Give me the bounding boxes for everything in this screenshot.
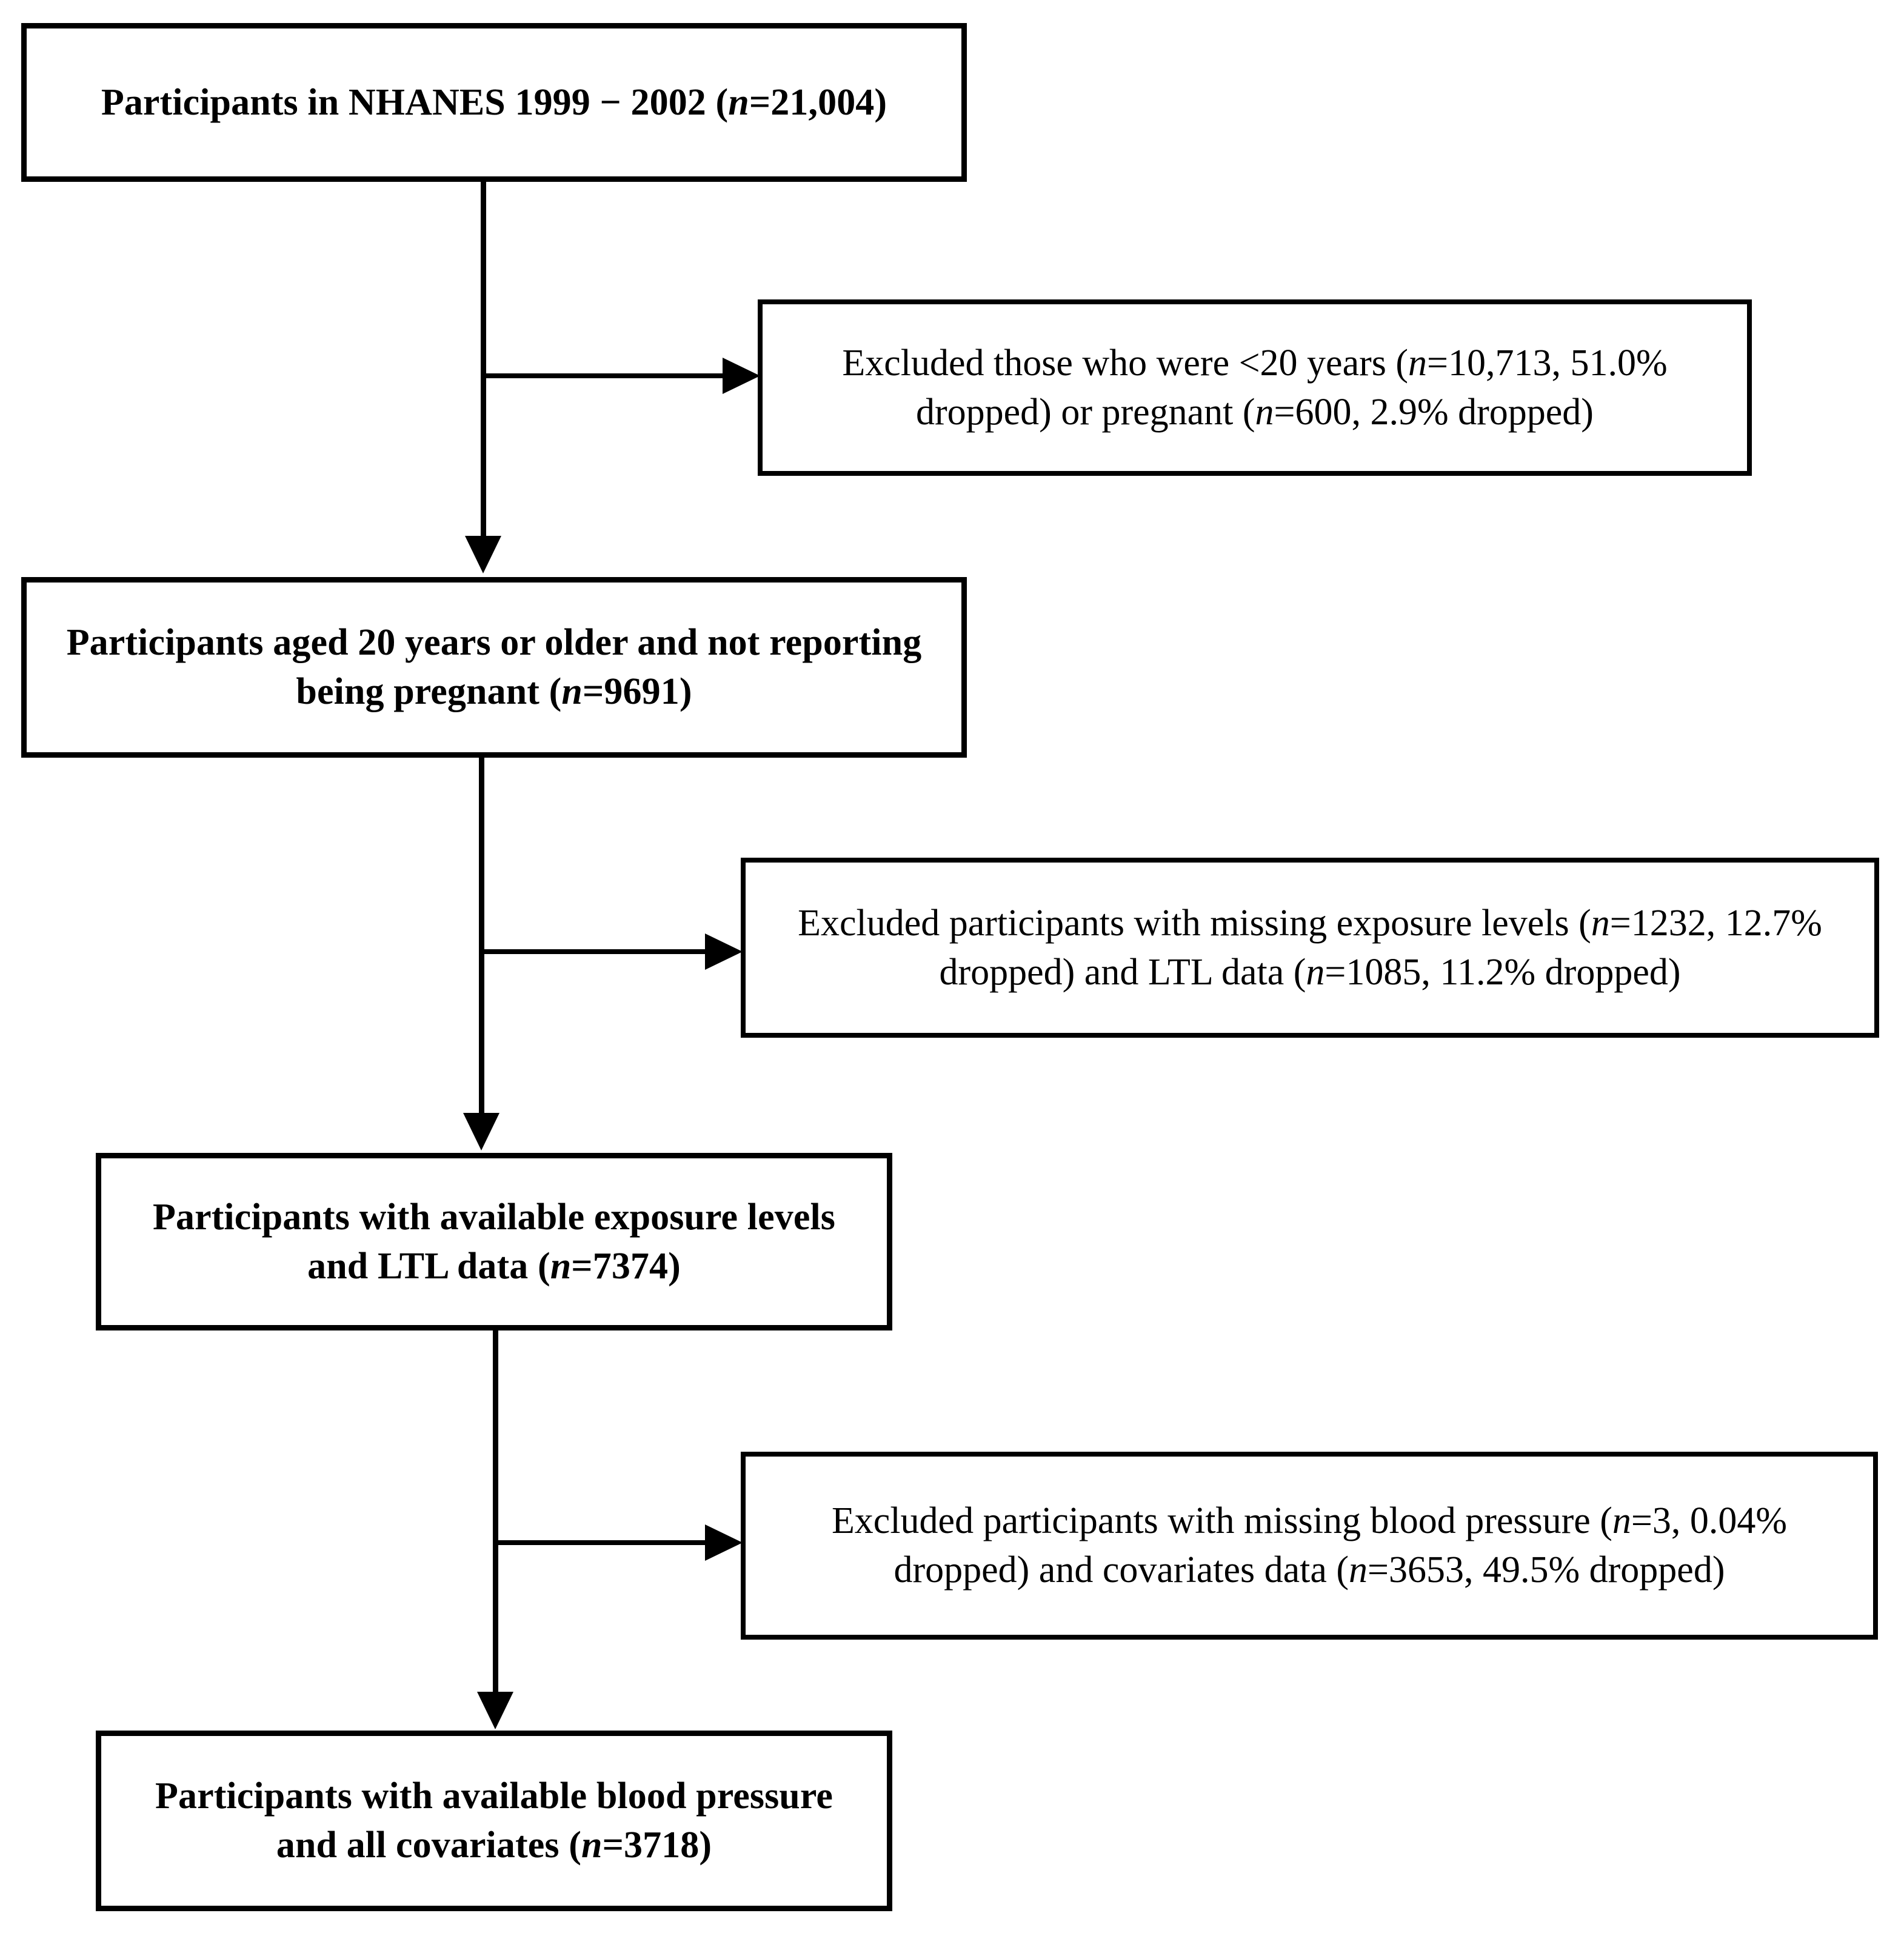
flow-node-2-label: Participants aged 20 years or older and … (47, 618, 941, 716)
arrow-head-right-exclusion1 (723, 358, 760, 394)
flow-node-3-text-after-n: =7374) (571, 1245, 681, 1287)
connector-line-node3-to-node4 (493, 1330, 498, 1693)
flow-node-available-bp-covariates: Participants with available blood pressu… (96, 1731, 892, 1911)
flow-node-1-n-symbol: n (728, 81, 749, 123)
flow-node-available-exposure-ltl: Participants with available exposure lev… (96, 1153, 892, 1330)
exclusion-1-seg3: =600, 2.9% dropped) (1274, 391, 1594, 433)
connector-line-node2-to-exclusion2 (482, 949, 709, 954)
arrow-head-down-node4 (477, 1692, 513, 1729)
exclusion-3-n2-symbol: n (1349, 1549, 1368, 1591)
flow-node-excluded-age-pregnancy: Excluded those who were <20 years (n=10,… (758, 299, 1752, 476)
flow-node-1-text-after-n: =21,004) (749, 81, 887, 123)
flow-node-2-text-before-n: Participants aged 20 years or older and … (66, 622, 922, 712)
exclusion-1-seg1: Excluded those who were <20 years ( (842, 342, 1409, 384)
flow-node-2-n-symbol: n (561, 671, 583, 712)
exclusion-1-label: Excluded those who were <20 years (n=10,… (783, 339, 1726, 436)
exclusion-3-seg2: =3, 0.04% dropped) and covariates data ( (894, 1500, 1788, 1591)
flow-node-1-text-before-n: Participants in NHANES 1999 − 2002 ( (101, 81, 729, 123)
exclusion-2-seg3: =1085, 11.2% dropped) (1324, 951, 1681, 993)
exclusion-1-n2-symbol: n (1255, 391, 1274, 433)
flow-node-excluded-missing-bp-covariates: Excluded participants with missing blood… (741, 1452, 1878, 1640)
exclusion-2-seg2: =1232, 12.7% dropped) and LTL data ( (939, 902, 1822, 993)
connector-line-node2-to-node3 (479, 758, 484, 1114)
flow-node-4-text-after-n: =3718) (602, 1824, 712, 1866)
connector-line-node1-to-node2 (481, 182, 486, 537)
flow-node-1-label: Participants in NHANES 1999 − 2002 (n=21… (47, 78, 941, 127)
exclusion-1-n1-symbol: n (1408, 342, 1428, 384)
exclusion-2-seg1: Excluded participants with missing expos… (798, 902, 1591, 944)
flow-node-3-n-symbol: n (550, 1245, 572, 1287)
exclusion-1-seg2: =10,713, 51.0% dropped) or pregnant ( (916, 342, 1668, 433)
flow-node-3-text-before-n: Participants with available exposure lev… (153, 1196, 835, 1287)
exclusion-3-seg1: Excluded participants with missing blood… (831, 1500, 1612, 1542)
flow-node-4-label: Participants with available blood pressu… (122, 1772, 866, 1869)
exclusion-2-label: Excluded participants with missing expos… (766, 899, 1854, 997)
exclusion-2-n2-symbol: n (1306, 951, 1325, 993)
exclusion-3-label: Excluded participants with missing blood… (766, 1497, 1852, 1594)
flow-node-2-text-after-n: =9691) (582, 671, 692, 712)
exclusion-2-n1-symbol: n (1591, 902, 1610, 944)
exclusion-3-n1-symbol: n (1612, 1500, 1631, 1542)
arrow-head-right-exclusion2 (705, 933, 743, 970)
exclusion-3-seg3: =3653, 49.5% dropped) (1368, 1549, 1725, 1591)
arrow-head-down-node3 (463, 1113, 499, 1150)
flow-node-excluded-missing-exposure-ltl: Excluded participants with missing expos… (741, 858, 1879, 1038)
connector-line-node3-to-exclusion3 (496, 1540, 709, 1545)
flow-node-participants-aged-20-plus: Participants aged 20 years or older and … (21, 577, 967, 758)
flow-node-4-text-before-n: Participants with available blood pressu… (155, 1775, 833, 1866)
connector-line-node1-to-exclusion1 (484, 373, 726, 378)
arrow-head-down-node2 (465, 536, 501, 573)
flow-node-participants-nhanes: Participants in NHANES 1999 − 2002 (n=21… (21, 23, 967, 182)
flow-node-4-n-symbol: n (581, 1824, 603, 1866)
flow-node-3-label: Participants with available exposure lev… (122, 1193, 866, 1290)
arrow-head-right-exclusion3 (705, 1524, 743, 1561)
